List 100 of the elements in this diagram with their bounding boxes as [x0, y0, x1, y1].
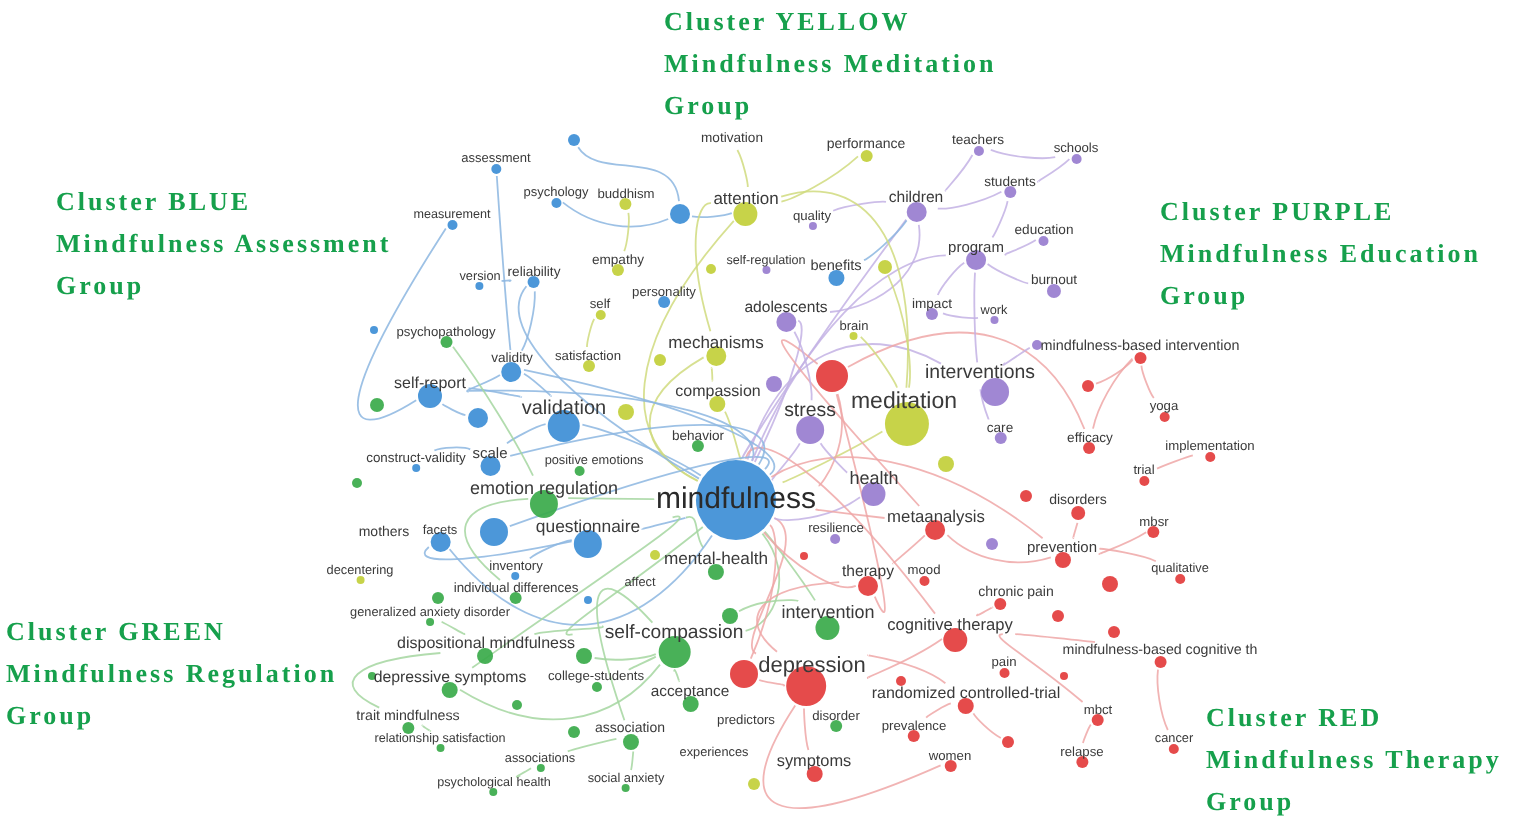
link-line: [1156, 668, 1169, 731]
keyword-label: stress: [784, 402, 836, 425]
link-line: [710, 367, 714, 382]
link-line: [892, 534, 926, 565]
link-line: [835, 393, 886, 613]
link-line: [736, 149, 749, 188]
link-line: [694, 202, 712, 333]
link-line: [815, 508, 886, 519]
link-line: [691, 212, 733, 219]
cluster-title: Cluster BLUE Mindfulness Assessment Group: [56, 184, 394, 304]
link-line: [1004, 239, 1037, 256]
link-line: [832, 200, 887, 212]
dot-icon: [1102, 576, 1118, 592]
link-line: [771, 442, 801, 481]
cluster-title: Cluster GREEN Mindfulness Regulation Group: [6, 614, 340, 734]
link-line: [762, 531, 857, 588]
keyword-label: metaanalysis: [887, 507, 985, 527]
dot-icon: [1031, 339, 1041, 349]
link-line: [528, 539, 573, 560]
link-line: [452, 345, 534, 477]
dot-icon: [670, 204, 690, 224]
link-line: [746, 343, 942, 461]
link-line: [738, 599, 800, 613]
keyword-label: self-compassion: [604, 624, 744, 647]
dot-icon: [351, 477, 361, 487]
link-line: [829, 223, 921, 313]
link-line: [357, 227, 447, 421]
keyword-label: randomized controlled-trial: [871, 684, 1061, 703]
link-line: [565, 526, 704, 636]
keyword-label: self-report: [394, 374, 466, 393]
link-line: [936, 261, 966, 296]
link-line: [976, 606, 994, 617]
link-line: [847, 332, 1086, 430]
link-line: [441, 403, 467, 417]
dot-icon: [370, 326, 378, 334]
dot-icon: [877, 259, 891, 273]
link-line: [566, 737, 618, 753]
cluster-title: Cluster YELLOW Mindfulness Meditation Group: [664, 4, 999, 124]
link-line: [1098, 531, 1148, 556]
keyword-label: mechanisms: [668, 333, 764, 353]
link-line: [685, 516, 705, 549]
link-line: [989, 148, 1057, 160]
dot-icon: [654, 354, 666, 366]
link-line: [641, 516, 688, 531]
link-line: [1082, 723, 1092, 744]
dot-icon: [1082, 380, 1094, 392]
dot-icon: [568, 134, 580, 146]
link-line: [973, 271, 979, 364]
keyword-label: validation: [521, 398, 607, 421]
cluster-title: Cluster RED Mindfulness Therapy Group: [1206, 700, 1504, 820]
link-line: [471, 515, 681, 669]
dot-icon: [369, 397, 383, 411]
link-line: [751, 517, 787, 655]
link-line: [1072, 521, 1079, 539]
keyword-label: interventions: [925, 364, 1035, 387]
link-line: [753, 319, 803, 463]
link-line: [819, 442, 849, 474]
keyword-label: symptoms: [776, 752, 852, 771]
link-line: [596, 587, 654, 722]
link-line: [523, 368, 775, 476]
link-line: [628, 655, 657, 671]
dot-icon: [895, 675, 905, 685]
link-line: [803, 707, 810, 751]
link-line: [979, 388, 990, 421]
keyword-label: attention: [713, 189, 779, 209]
dot-icon: [748, 778, 760, 790]
dot-icon: [618, 404, 634, 420]
link-line: [623, 211, 630, 253]
dot-icon: [649, 549, 659, 559]
link-line: [770, 456, 1044, 540]
link-line: [567, 497, 655, 501]
link-line: [440, 620, 466, 635]
dot-icon: [480, 518, 508, 546]
link-line: [946, 534, 1052, 564]
dot-icon: [722, 608, 738, 624]
link-line: [495, 175, 512, 351]
link-line: [744, 532, 781, 632]
dot-icon: [576, 648, 592, 664]
link-line: [863, 219, 908, 262]
link-line: [1037, 158, 1071, 183]
link-line: [1156, 454, 1194, 470]
link-line: [506, 423, 547, 445]
link-line: [423, 540, 573, 561]
link-line: [467, 387, 523, 398]
dot-icon: [1052, 610, 1064, 622]
link-line: [986, 263, 1030, 285]
keyword-label: questionnaire: [535, 518, 641, 538]
link-line: [466, 374, 501, 393]
link-line: [448, 534, 713, 626]
link-line: [433, 446, 472, 452]
link-line: [351, 652, 442, 709]
link-line: [780, 339, 921, 507]
link-line: [520, 290, 536, 352]
dot-icon: [584, 596, 592, 604]
link-line: [515, 767, 532, 778]
link-line: [1014, 633, 1096, 644]
link-line: [780, 155, 859, 203]
link-line: [581, 423, 702, 477]
dot-icon: [568, 726, 580, 738]
link-line: [887, 274, 911, 389]
